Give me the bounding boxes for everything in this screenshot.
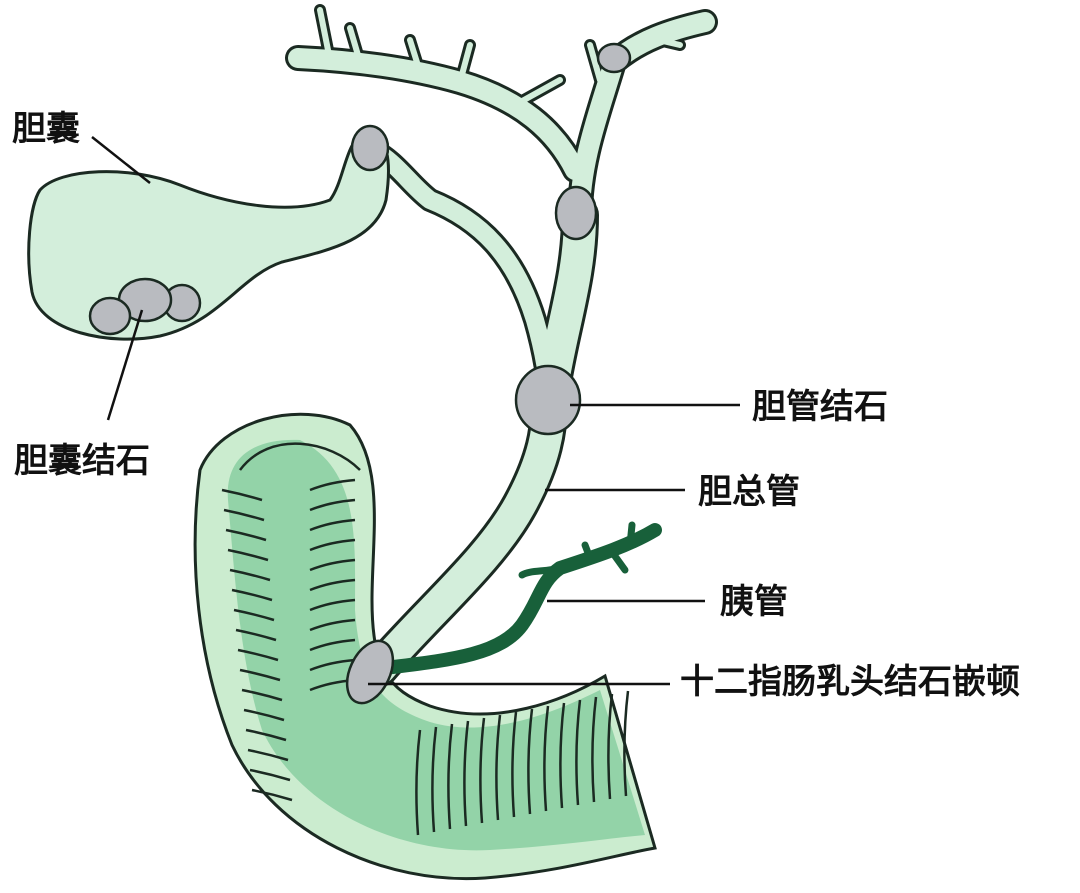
mucosal-fold [309, 618, 356, 632]
mucosal-fold [559, 702, 566, 809]
mucosal-fold [623, 690, 630, 797]
mucosal-fold [309, 638, 356, 652]
mucosal-fold [247, 748, 289, 762]
mucosal-fold [431, 726, 438, 833]
mucosal-fold [309, 478, 356, 492]
mucosal-fold [221, 488, 263, 502]
mucosal-fold [415, 729, 422, 836]
mucosal-fold [463, 720, 470, 827]
mucosal-fold [243, 708, 285, 722]
mucosal-fold [309, 598, 356, 612]
mucosal-fold [495, 714, 502, 821]
mucosal-fold [237, 648, 279, 662]
leader-gallbladder [91, 136, 151, 184]
leader-gallbladder-stones [106, 309, 144, 421]
stones [88, 42, 632, 705]
mucosal-fold [309, 518, 356, 532]
mucosal-fold [249, 768, 291, 782]
duodenum-rim [239, 442, 361, 471]
label-common-bile-duct: 胆总管 [698, 472, 800, 512]
left-hepatic-duct [288, 48, 585, 180]
mucosal-fold [527, 708, 534, 815]
mucosal-fold [607, 693, 614, 800]
mucosal-fold [225, 528, 267, 542]
hepatic-branches [317, 7, 683, 108]
mucosal-fold [447, 723, 454, 830]
label-bile-duct-stone: 胆管结石 [752, 387, 888, 427]
mucosal-fold [575, 699, 582, 806]
label-gallbladder: 胆囊 [12, 109, 80, 149]
mucosal-fold [309, 558, 356, 572]
mucosal-fold [543, 705, 550, 812]
mucosal-fold [591, 696, 598, 803]
stone-cystic [350, 124, 390, 172]
stone-papilla [345, 639, 395, 705]
mucosal-fold [239, 668, 281, 682]
pancreatic-duct [378, 521, 662, 675]
mucosal-folds [221, 478, 630, 836]
mucosal-fold [227, 548, 269, 562]
mucosal-fold [233, 608, 275, 622]
gallbladder [27, 131, 390, 341]
mucosal-fold [309, 578, 356, 592]
mucosal-fold [241, 688, 283, 702]
stone-bile-duct [514, 364, 582, 436]
label-papilla-impaction: 十二指肠乳头结石嵌顿 [680, 662, 1020, 702]
bile-ducts [288, 7, 715, 684]
label-pancreatic-duct: 胰管 [720, 582, 788, 622]
mucosal-fold [223, 508, 265, 522]
cystic-duct [363, 141, 559, 409]
mucosal-fold [479, 717, 486, 824]
label-gallbladder-stones: 胆囊结石 [14, 441, 150, 481]
mucosal-fold [511, 711, 518, 818]
mucosal-fold [231, 588, 273, 602]
stone-gallbladder-1 [88, 296, 132, 336]
stone-right-hepatic [596, 42, 632, 74]
mucosal-fold [251, 788, 293, 802]
leader-lines [91, 136, 740, 686]
mucosal-fold [309, 498, 356, 512]
mucosal-fold [309, 538, 356, 552]
mucosal-fold [245, 728, 287, 742]
stone-hepatic [554, 185, 598, 241]
mucosal-fold [235, 628, 277, 642]
duodenum [193, 412, 657, 881]
mucosal-fold [309, 658, 356, 672]
common-bile-duct [364, 199, 596, 684]
mucosal-fold [229, 568, 271, 582]
